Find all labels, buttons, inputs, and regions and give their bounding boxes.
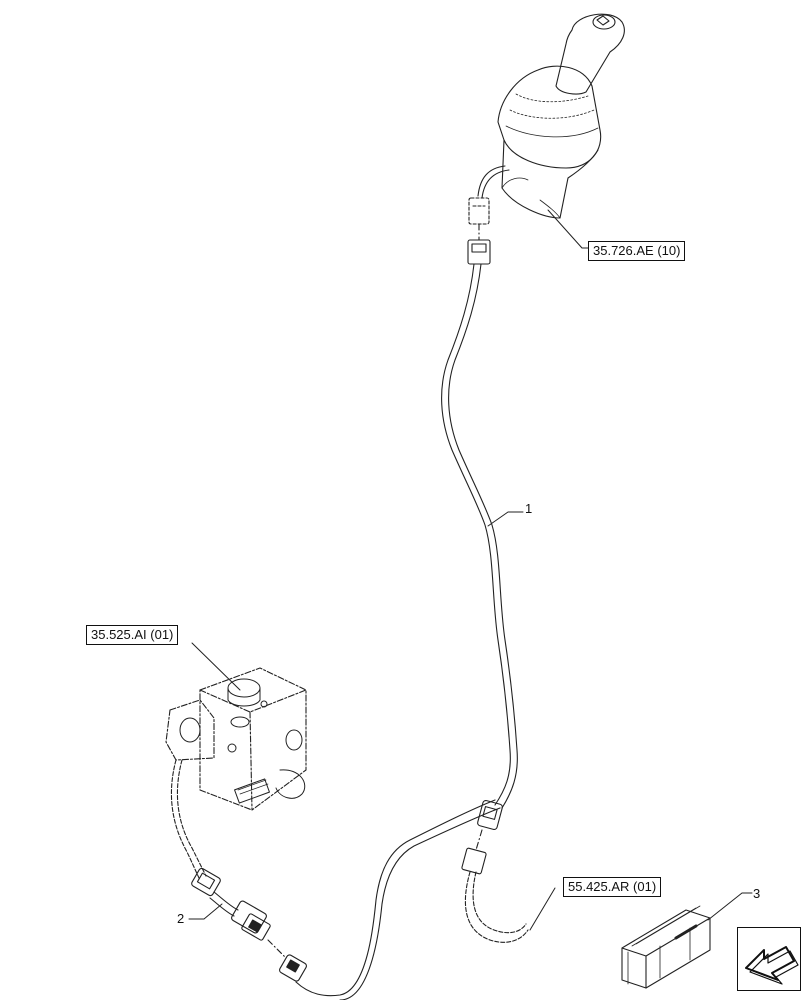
- joystick-pigtail: [477, 165, 506, 197]
- ref-harness-end[interactable]: 55.425.AR (01): [563, 877, 662, 897]
- callout-adapter: 2: [177, 911, 185, 926]
- leader-lines: [188, 209, 753, 931]
- callout-harness: 1: [525, 501, 533, 516]
- control-valve: [165, 667, 307, 811]
- ref-control-valve[interactable]: 35.525.AI (01): [86, 625, 179, 645]
- valve-details: [179, 678, 306, 804]
- kit-box: [621, 905, 711, 989]
- navigation-button[interactable]: [737, 927, 801, 991]
- harness-connector-bottom: [477, 799, 503, 831]
- adapter-harness: [191, 867, 307, 982]
- callout-kit-box: 3: [753, 886, 761, 901]
- mating-connector-right: [461, 847, 487, 875]
- arrow-navigation-icon: [745, 946, 799, 985]
- main-harness: [295, 263, 518, 1000]
- harness-tail: [464, 871, 529, 943]
- joystick-assembly: [497, 13, 625, 219]
- valve-pigtail: [170, 759, 207, 881]
- harness-connector-top: [467, 239, 491, 265]
- upper-connector: [468, 197, 490, 225]
- ref-joystick[interactable]: 35.726.AE (10): [588, 241, 686, 261]
